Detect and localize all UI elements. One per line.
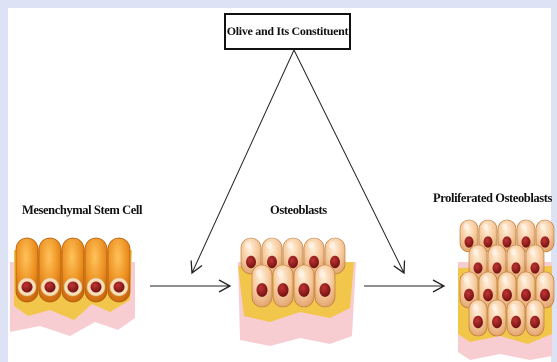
- osteoblast-cell: [507, 300, 525, 336]
- stem-cell-nucleus: [68, 282, 79, 293]
- stem-cell-nucleus: [45, 282, 56, 293]
- stem-cell-nucleus: [91, 282, 102, 293]
- arrow-to-osteoblasts-left: [192, 50, 294, 273]
- osteoblast-cell: [294, 265, 314, 307]
- proliferated-osteoblast-cluster-icon: [458, 220, 554, 360]
- stage-label-mesenchymal-stem-cell: Mesenchymal Stem Cell: [22, 203, 142, 218]
- osteoblast-cell: [252, 265, 272, 307]
- olive-constituent-title: Olive and Its Constituent: [227, 24, 349, 39]
- stage-label-osteoblasts: Osteoblasts: [270, 203, 327, 218]
- stem-cell-nucleus: [114, 282, 125, 293]
- olive-constituent-title-box: Olive and Its Constituent: [224, 13, 351, 50]
- osteoblast-cluster-icon: [238, 238, 356, 346]
- osteoblast-cell: [273, 265, 293, 307]
- stem-cell-nucleus: [22, 282, 33, 293]
- mesenchymal-stem-cell-cluster-icon: [10, 238, 135, 336]
- osteoblast-cell: [315, 265, 335, 307]
- osteoblast-cell: [488, 300, 506, 336]
- osteoblast-cell: [526, 300, 544, 336]
- osteoblast-cell: [469, 300, 487, 336]
- stage-label-proliferated-osteoblasts: Proliferated Osteoblasts: [433, 191, 552, 206]
